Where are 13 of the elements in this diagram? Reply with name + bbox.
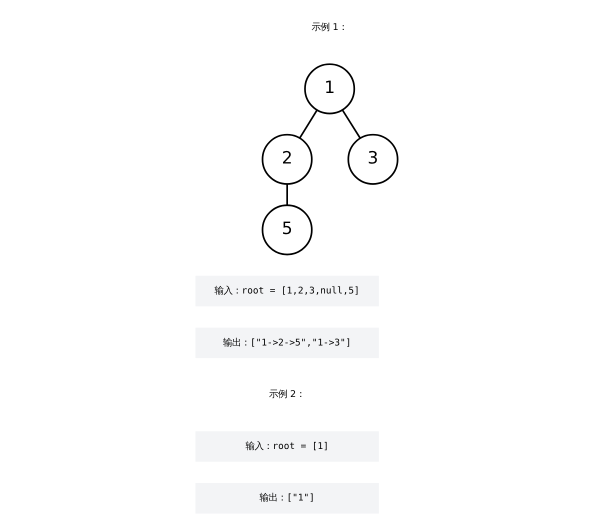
label: 输出：["1"]: [260, 492, 315, 504]
label: 输入：root = [1]: [246, 440, 329, 452]
label: 示例 1：: [312, 22, 348, 34]
node-circle: 2: [262, 134, 313, 185]
connector: [342, 110, 361, 139]
node-circle: 5: [262, 204, 313, 256]
label: 示例 2：: [269, 389, 306, 400]
label: 输入：root = [1,2,3,null,5]: [214, 285, 360, 296]
label: 输出：["1->2->5","1->3"]: [223, 337, 352, 348]
connector: [299, 110, 318, 139]
node-circle: 3: [347, 134, 398, 185]
connector: [286, 184, 288, 206]
node-circle: 1: [304, 63, 356, 114]
